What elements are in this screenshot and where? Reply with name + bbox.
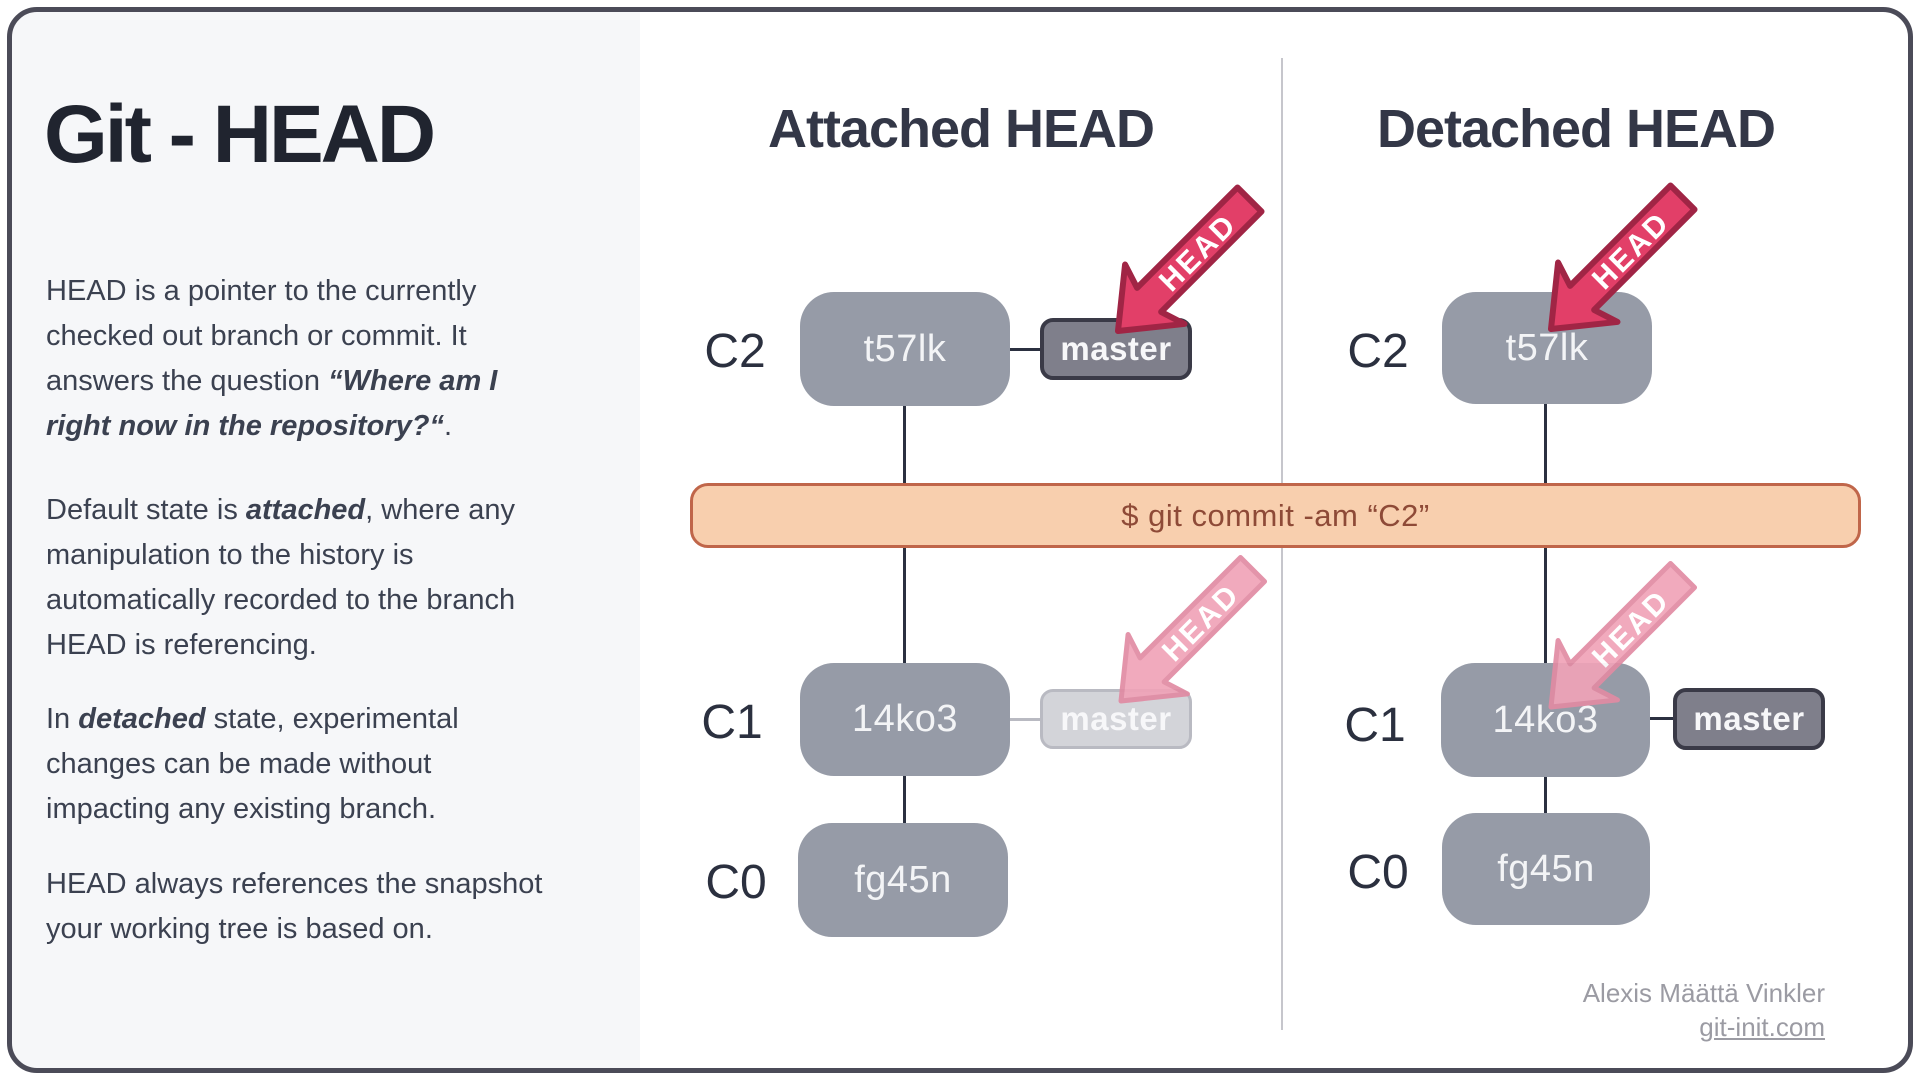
detached-head-heading: Detached HEAD bbox=[1376, 99, 1776, 159]
detached-master-tag: master bbox=[1673, 688, 1825, 750]
snapshot-paragraph: HEAD always references the snapshot your… bbox=[46, 868, 543, 945]
attached-c1-ghost-master-connector bbox=[1008, 718, 1042, 721]
attached-master-label: master bbox=[1060, 330, 1172, 367]
detached-master-label: master bbox=[1693, 700, 1805, 737]
sidebar bbox=[12, 12, 640, 1068]
attached-commit-c2-hash: t57lk bbox=[863, 327, 947, 370]
attached-head-arrow: HEAD bbox=[1115, 184, 1265, 334]
detached-label-c2: C2 bbox=[1347, 325, 1409, 378]
attached-edge-c1-c0 bbox=[903, 775, 906, 825]
detached-commit-c0-hash: fg45n bbox=[1497, 847, 1595, 890]
attached-commit-c0: fg45n bbox=[798, 823, 1008, 937]
attached-head-heading: Attached HEAD bbox=[767, 99, 1155, 159]
attached-ghost-head-arrow: HEAD bbox=[1118, 554, 1268, 704]
intro-paragraph: HEAD is a pointer to the currently check… bbox=[46, 275, 498, 442]
attribution: Alexis Määttä Vinkler git-init.com bbox=[1500, 976, 1825, 1044]
attached-label-c1: C1 bbox=[701, 696, 763, 749]
detached-commit-c0: fg45n bbox=[1442, 813, 1650, 925]
detached-ghost-head-arrow: HEAD bbox=[1548, 560, 1698, 710]
svg-text:HEAD: HEAD bbox=[1153, 208, 1244, 299]
git-command-text: $ git commit -am “C2” bbox=[1121, 497, 1430, 533]
author-name: Alexis Määttä Vinkler bbox=[1582, 978, 1825, 1008]
attached-label-c2: C2 bbox=[704, 325, 766, 378]
svg-text:HEAD: HEAD bbox=[1586, 206, 1677, 297]
attached-c2-master-connector bbox=[1008, 348, 1042, 351]
site-link[interactable]: git-init.com bbox=[1699, 1012, 1825, 1042]
detached-head-arrow: HEAD bbox=[1548, 182, 1698, 332]
attached-commit-c0-hash: fg45n bbox=[854, 858, 952, 901]
detached-label-c1: C1 bbox=[1344, 699, 1406, 752]
svg-text:HEAD: HEAD bbox=[1156, 578, 1247, 669]
attached-commit-c1: 14ko3 bbox=[800, 663, 1010, 776]
detached-paragraph: In detached state, experimental changes … bbox=[46, 703, 459, 825]
detached-c1-master-connector bbox=[1648, 717, 1675, 720]
detached-edge-c1-c0 bbox=[1544, 776, 1547, 815]
page-title: Git - HEAD bbox=[44, 89, 436, 180]
attached-commit-c1-hash: 14ko3 bbox=[851, 698, 959, 740]
svg-text:HEAD: HEAD bbox=[1586, 584, 1677, 675]
detached-label-c0: C0 bbox=[1347, 846, 1409, 899]
detached-commit-c2-hash: t57lk bbox=[1505, 326, 1589, 369]
attached-ghost-master-tag: master bbox=[1040, 689, 1192, 749]
attached-ghost-master-label: master bbox=[1060, 700, 1172, 737]
git-command-bar: $ git commit -am “C2” bbox=[690, 483, 1861, 548]
attached-commit-c2: t57lk bbox=[800, 292, 1010, 406]
detached-commit-c2: t57lk bbox=[1442, 292, 1652, 404]
attached-paragraph: Default state is attached, where any man… bbox=[46, 494, 516, 661]
attached-label-c0: C0 bbox=[705, 856, 767, 909]
